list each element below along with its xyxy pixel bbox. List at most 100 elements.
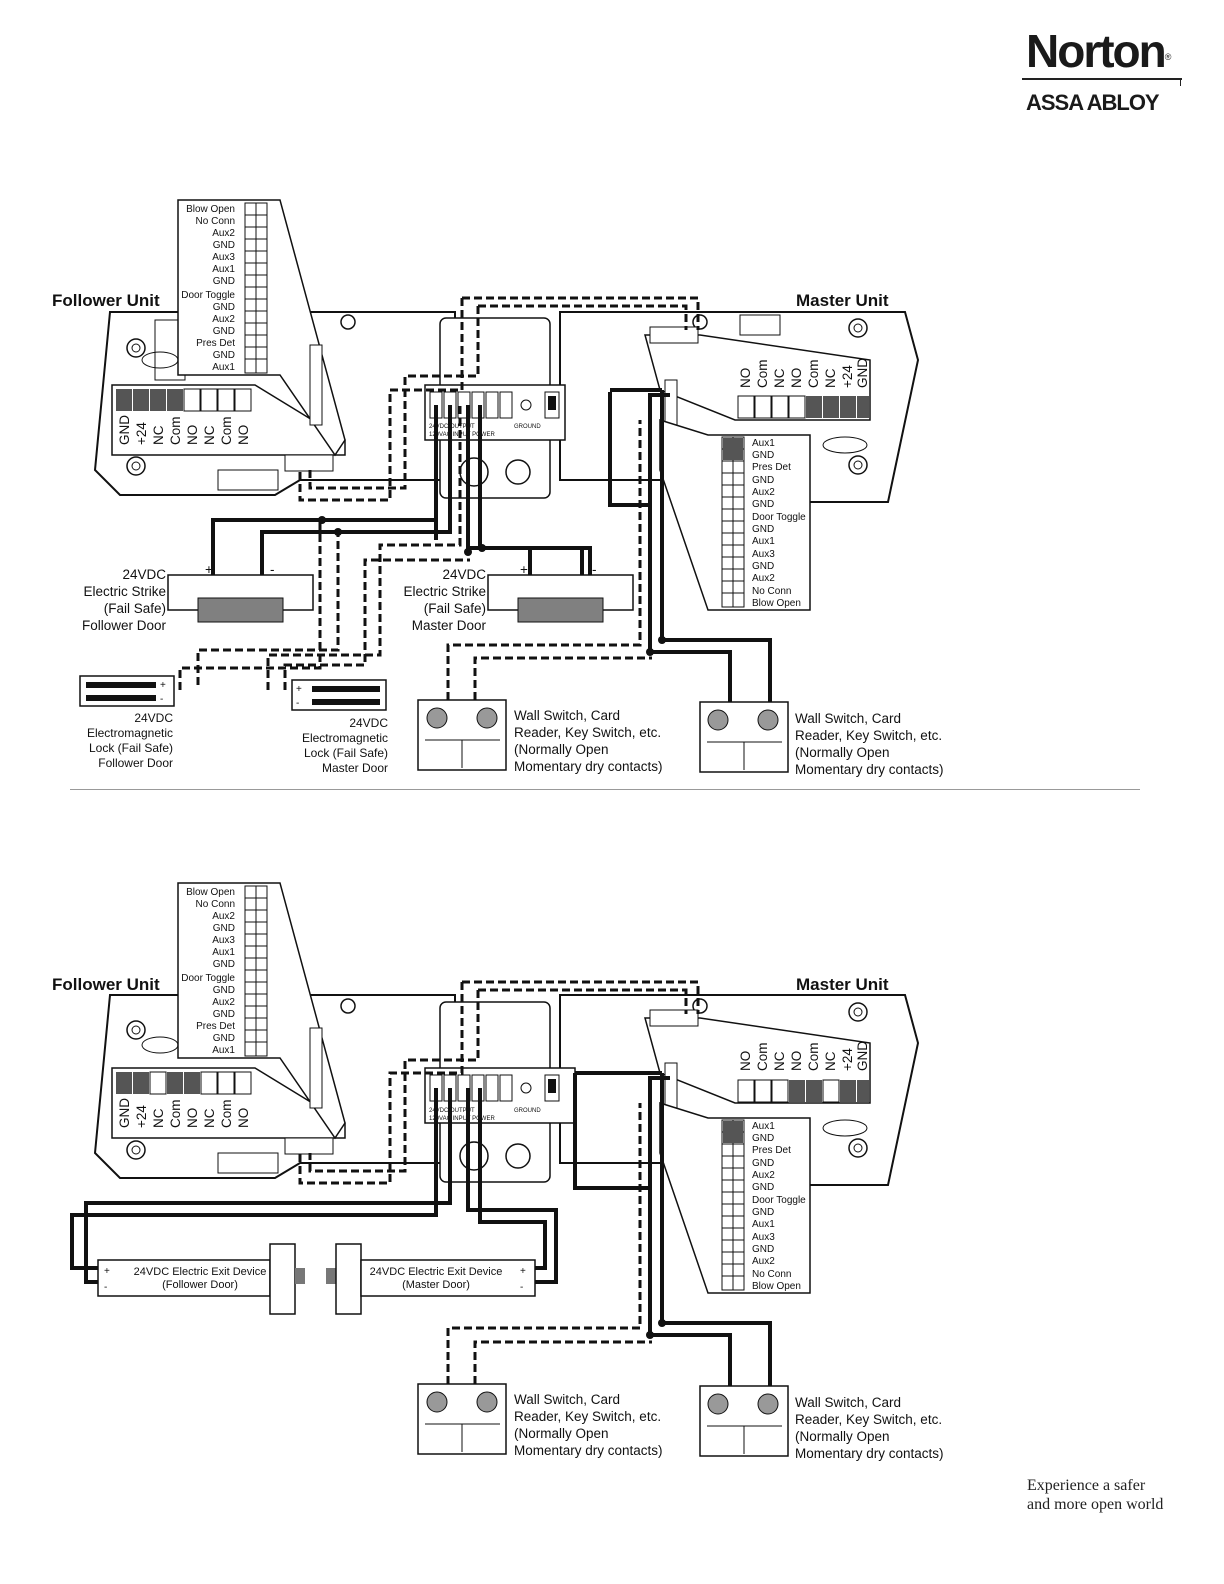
- strike-f-minus: -: [270, 562, 275, 577]
- aux2-m-10: GND: [752, 1244, 774, 1255]
- maglock-f-line1: 24VDC: [134, 711, 173, 725]
- aux2-m-1: GND: [752, 1133, 774, 1144]
- electric-strike-master: + - 24VDC Electric Strike (Fail Safe) Ma…: [403, 562, 634, 633]
- aux-f-6: GND: [213, 276, 235, 287]
- relay-f-24: +24: [134, 422, 149, 445]
- relay2-m-24: +24: [840, 1048, 855, 1071]
- aux2-m-6: Door Toggle: [752, 1195, 806, 1206]
- master-relay-strip-2: NO Com NC NO Com NC +24 GND: [644, 1009, 871, 1134]
- maglock-f-plus: +: [160, 680, 166, 691]
- aux-f-5: Aux1: [212, 264, 235, 275]
- exit-f-line1: 24VDC Electric Exit Device: [134, 1266, 267, 1278]
- aux2-f-3: GND: [213, 923, 235, 934]
- aux2-f-5: Aux1: [212, 947, 235, 958]
- aux2-f-10: GND: [213, 1009, 235, 1020]
- relay-m-nc: NC: [772, 368, 787, 388]
- switch-l-line2: Reader, Key Switch, etc.: [514, 725, 661, 740]
- aux-m-0: Aux1: [752, 438, 775, 449]
- strike-m-line4: Master Door: [412, 618, 487, 633]
- aux-f-4: Aux3: [212, 252, 235, 263]
- maglock-m-line4: Master Door: [322, 761, 388, 775]
- junction-dots: [318, 516, 666, 656]
- switch-r-line4: Momentary dry contacts): [795, 762, 944, 777]
- relay2-f-com: Com: [168, 1099, 183, 1128]
- relay2-f-no: NO: [185, 1108, 200, 1128]
- wall-switch-left: Wall Switch, Card Reader, Key Switch, et…: [417, 699, 663, 774]
- aux-f-9: Aux2: [212, 314, 235, 325]
- norton-assa-abloy-logo: Norton® ASSA ABLOY: [1020, 26, 1190, 122]
- strike-m-line3: (Fail Safe): [424, 601, 486, 616]
- aux2-f-7: Door Toggle: [181, 973, 235, 984]
- switch-r-line3: (Normally Open: [795, 745, 890, 760]
- aux-m-13: Blow Open: [752, 598, 801, 609]
- maglock-f-line4: Follower Door: [98, 756, 173, 770]
- relay-f-no: NO: [185, 425, 200, 445]
- relay2-m-gnd: GND: [855, 1041, 870, 1071]
- relay2-f-no2: NO: [236, 1108, 251, 1128]
- aux2-m-7: GND: [752, 1207, 774, 1218]
- follower-relay-strip: GND +24 NC Com NO NC Com NO: [111, 384, 346, 456]
- relay-m-no: NO: [738, 368, 753, 388]
- aux-m-10: GND: [752, 561, 774, 572]
- relay-f-nc: NC: [151, 425, 166, 445]
- aux2-m-5: GND: [752, 1182, 774, 1193]
- follower-aux-column: Blow Open No Conn Aux2 GND Aux3 Aux1 GND…: [177, 199, 346, 472]
- strike-m-line1: 24VDC: [442, 567, 486, 582]
- aux2-m-13: Blow Open: [752, 1281, 801, 1292]
- switch-l-line4: Momentary dry contacts): [514, 759, 663, 774]
- switch2-r-line1: Wall Switch, Card: [795, 1395, 901, 1410]
- exit-f-minus: -: [104, 1282, 107, 1293]
- wiring-diagram-exit-device: 24VDC OUTPUT 120VAC INPUT POWER GROUND G…: [52, 882, 944, 1461]
- relay-f-com2: Com: [219, 416, 234, 445]
- exit-device-follower: + - 24VDC Electric Exit Device (Follower…: [97, 1243, 305, 1315]
- power-module-2: 24VDC OUTPUT 120VAC INPUT POWER GROUND: [424, 1001, 576, 1183]
- master-aux-column: Aux1 GND Pres Det GND Aux2 GND Door Togg…: [659, 418, 811, 611]
- aux-f-7: Door Toggle: [181, 290, 235, 301]
- aux-m-4: Aux2: [752, 487, 775, 498]
- switch2-l-line4: Momentary dry contacts): [514, 1443, 663, 1458]
- switch2-l-line2: Reader, Key Switch, etc.: [514, 1409, 661, 1424]
- aux2-f-9: Aux2: [212, 997, 235, 1008]
- maglock-master: + - 24VDC Electromagnetic Lock (Fail Saf…: [291, 679, 388, 775]
- pwr2-label-1: 24VDC OUTPUT: [429, 1108, 475, 1114]
- aux2-f-2: Aux2: [212, 911, 235, 922]
- exit-m-minus: -: [520, 1282, 523, 1293]
- pwr2-label-6: GROUND: [514, 1108, 541, 1114]
- aux-f-11: Pres Det: [196, 338, 235, 349]
- aux2-m-8: Aux1: [752, 1219, 775, 1230]
- relay2-f-com2: Com: [219, 1099, 234, 1128]
- relay2-f-24: +24: [134, 1105, 149, 1128]
- logo-rule-end: [1180, 78, 1181, 86]
- aux-f-12: GND: [213, 350, 235, 361]
- exit-m-line2: (Master Door): [402, 1279, 470, 1291]
- dashed-wires-2: [298, 980, 700, 1408]
- master-relay-strip: NO Com NC NO Com NC +24 GND: [644, 326, 871, 451]
- switch2-r-line2: Reader, Key Switch, etc.: [795, 1412, 942, 1427]
- relay-m-no2: NO: [789, 368, 804, 388]
- switch2-r-line4: Momentary dry contacts): [795, 1446, 944, 1461]
- wiring-diagram-electric-strike: 24VDC OUTPUT 120VAC INPUT POWER GROUND G…: [52, 199, 944, 777]
- aux-m-11: Aux2: [752, 573, 775, 584]
- relay2-m-no2: NO: [789, 1051, 804, 1071]
- aux2-m-11: Aux2: [752, 1256, 775, 1267]
- exit-f-plus: +: [104, 1266, 110, 1277]
- relay2-f-nc: NC: [151, 1108, 166, 1128]
- relay-m-nc2: NC: [823, 368, 838, 388]
- strike-f-line3: (Fail Safe): [104, 601, 166, 616]
- relay2-f-nc2: NC: [202, 1108, 217, 1128]
- logo-assa-abloy: ASSA ABLOY: [1026, 90, 1160, 115]
- maglock-m-plus: +: [296, 684, 302, 695]
- pwr2-label-5: 120VAC INPUT POWER: [429, 1116, 495, 1122]
- relay-f-nc2: NC: [202, 425, 217, 445]
- aux-m-3: GND: [752, 475, 774, 486]
- switch-l-line1: Wall Switch, Card: [514, 708, 620, 723]
- switch2-r-line3: (Normally Open: [795, 1429, 890, 1444]
- relay-f-no2: NO: [236, 425, 251, 445]
- exit-f-line2: (Follower Door): [162, 1279, 238, 1291]
- strike-m-line2: Electric Strike: [403, 584, 486, 599]
- aux2-f-6: GND: [213, 959, 235, 970]
- switch-r-line2: Reader, Key Switch, etc.: [795, 728, 942, 743]
- relay2-m-nc: NC: [772, 1051, 787, 1071]
- relay-m-com2: Com: [806, 359, 821, 388]
- maglock-f-line3: Lock (Fail Safe): [89, 741, 173, 755]
